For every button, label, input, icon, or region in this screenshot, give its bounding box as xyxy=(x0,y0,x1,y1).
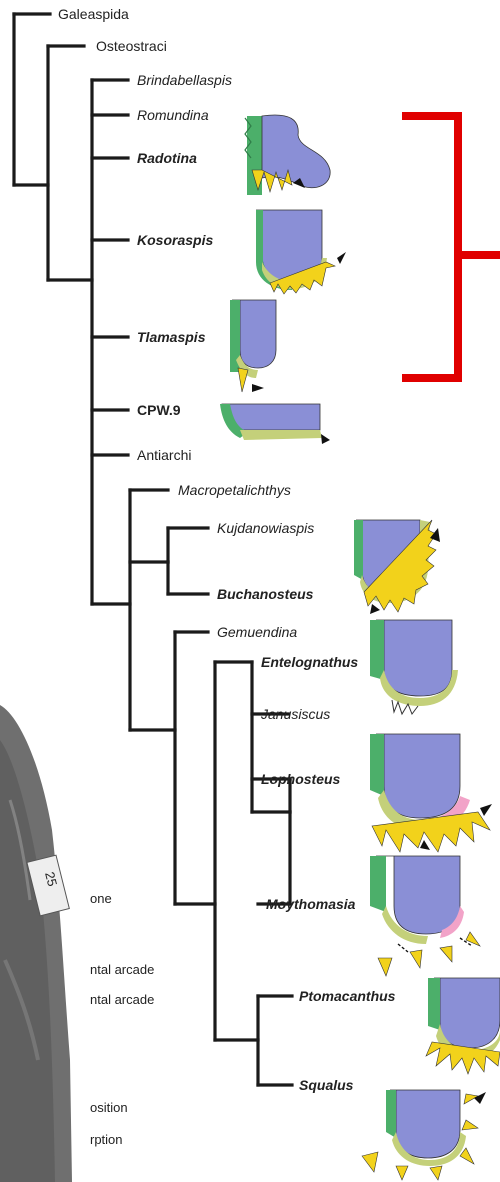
taxon-gemuendina: Gemuendina xyxy=(217,624,297,640)
jaw-tlamaspis xyxy=(230,300,276,392)
taxon-osteostraci: Osteostraci xyxy=(96,38,167,54)
taxon-antiarchi: Antiarchi xyxy=(137,447,191,463)
jaw-radotina xyxy=(245,115,330,195)
jaw-cpw9 xyxy=(220,404,330,444)
taxon-moythomasia: Moythomasia xyxy=(266,896,356,912)
taxon-squalus: Squalus xyxy=(299,1077,354,1093)
jaw-moythomasia xyxy=(370,856,480,976)
legend-bone: one xyxy=(90,891,112,906)
taxon-cpw9: CPW.9 xyxy=(137,402,181,418)
taxon-lophosteus: Lophosteus xyxy=(261,771,341,787)
highlight-bracket xyxy=(402,116,500,378)
jaw-buchanosteus xyxy=(354,520,440,614)
taxon-brindabellaspis: Brindabellaspis xyxy=(137,72,232,88)
jaw-kosoraspis xyxy=(256,210,346,294)
taxon-radotina: Radotina xyxy=(137,150,197,166)
taxon-janusiscus: Janusiscus xyxy=(260,706,330,722)
jaw-squalus xyxy=(362,1090,486,1180)
legend-absorption: rption xyxy=(90,1132,123,1147)
taxon-macropetalichthys: Macropetalichthys xyxy=(178,482,291,498)
taxon-entelognathus: Entelognathus xyxy=(261,654,358,670)
jaw-entelognathus xyxy=(370,620,458,714)
legend-arcade-1: ntal arcade xyxy=(90,962,154,977)
legend-position: osition xyxy=(90,1100,128,1115)
taxon-kosoraspis: Kosoraspis xyxy=(137,232,213,248)
legend-arcade-2: ntal arcade xyxy=(90,992,154,1007)
jaw-ptomacanthus xyxy=(426,978,500,1074)
taxon-galeaspida: Galeaspida xyxy=(58,6,129,22)
taxon-tlamaspis: Tlamaspis xyxy=(137,329,206,345)
jaw-lophosteus xyxy=(370,734,492,852)
legend: one ntal arcade ntal arcade osition rpti… xyxy=(90,891,154,1147)
taxon-labels: Galeaspida Osteostraci Brindabellaspis R… xyxy=(58,6,396,1093)
specimen-photo: 25 xyxy=(0,705,72,1182)
taxon-romundina: Romundina xyxy=(137,107,209,123)
taxon-ptomacanthus: Ptomacanthus xyxy=(299,988,396,1004)
taxon-kujdanowiaspis: Kujdanowiaspis xyxy=(217,520,314,536)
taxon-buchanosteus: Buchanosteus xyxy=(217,586,314,602)
